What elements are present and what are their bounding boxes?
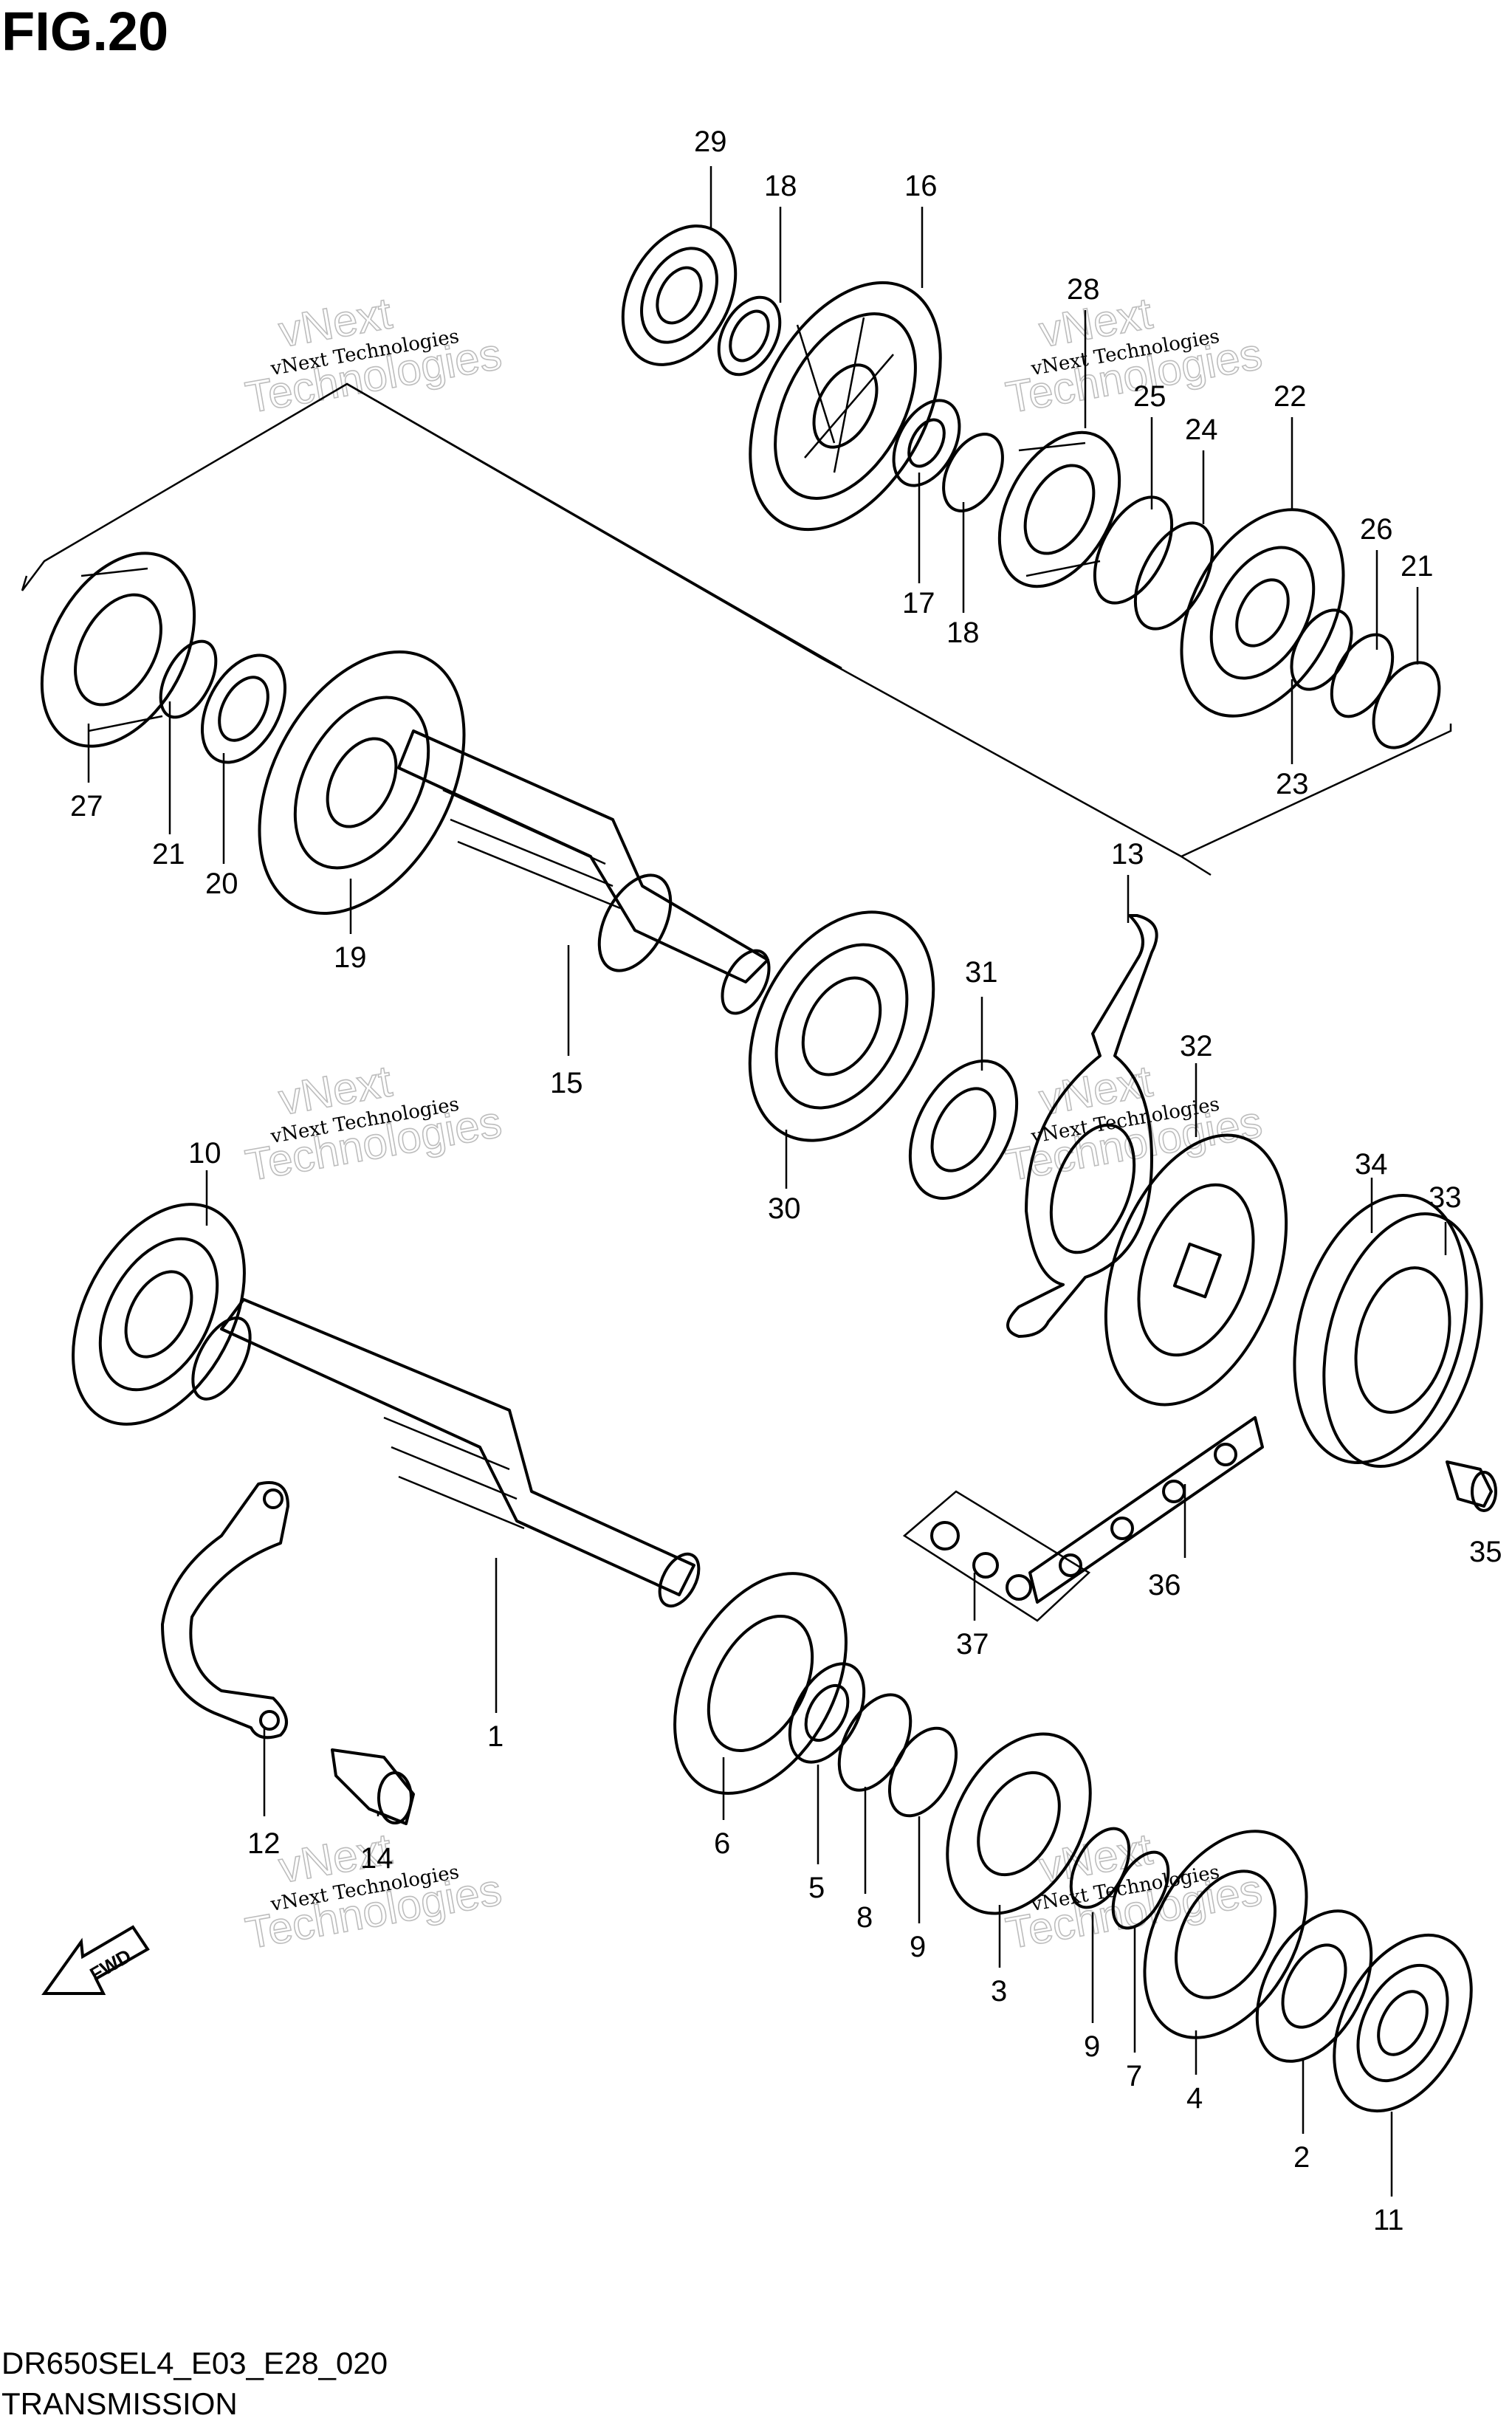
- callout-22: 22: [1274, 380, 1307, 413]
- part-30-bearing: [748, 910, 935, 1142]
- callout-21-b: 21: [152, 838, 185, 870]
- callout-3: 3: [991, 1975, 1007, 2008]
- callout-30: 30: [768, 1192, 801, 1225]
- watermark-6: vNext Technologies vNext Technologies: [1002, 1824, 1266, 1959]
- part-4-gear: [1143, 1830, 1308, 2039]
- callout-32: 32: [1180, 1030, 1213, 1062]
- callout-19: 19: [334, 941, 367, 974]
- callout-6: 6: [714, 1827, 730, 1860]
- part-31-spacer: [908, 1060, 1019, 1200]
- callout-36: 36: [1148, 1569, 1181, 1601]
- callout-16: 16: [904, 170, 938, 202]
- callout-20: 20: [205, 868, 238, 900]
- part-1-mainshaft: [191, 1298, 701, 1608]
- part-18-washer-b: [942, 433, 1004, 512]
- callout-7: 7: [1126, 2060, 1142, 2092]
- callout-4: 4: [1186, 2082, 1203, 2115]
- watermark-4: vNext Technologies vNext Technologies: [1002, 1056, 1266, 1191]
- callout-26: 26: [1360, 513, 1393, 546]
- callout-21: 21: [1401, 550, 1434, 583]
- part-13-plate: [1006, 914, 1158, 1338]
- part-25-washer: [1093, 495, 1174, 605]
- figure-title: FIG.20: [1, 1, 168, 62]
- part-17-bushing: [892, 399, 961, 487]
- part-23-bushing: [1290, 608, 1353, 691]
- callout-18: 18: [764, 170, 797, 202]
- outline-top-edge: [346, 382, 842, 670]
- leader-lines: [87, 166, 1447, 2197]
- callout-29: 29: [694, 126, 727, 158]
- watermark-2: vNext Technologies vNext Technologies: [1002, 288, 1266, 423]
- part-18-washer: [717, 295, 782, 377]
- part-10-bearing: [72, 1203, 246, 1426]
- part-20-bushing: [200, 653, 287, 764]
- callout-2: 2: [1293, 2141, 1310, 2174]
- part-14-bolt: [331, 1748, 415, 1825]
- callout-10: 10: [188, 1137, 221, 1170]
- part-2-gear: [1255, 1909, 1373, 2063]
- part-12-plate: [161, 1481, 289, 1740]
- part-7-washer: [1111, 1850, 1170, 1930]
- figure-code: DR650SEL4_E03_E28_020: [1, 2346, 388, 2380]
- part-19-gear: [258, 650, 466, 915]
- part-29-bearing: [621, 224, 738, 366]
- part-3-gear: [946, 1732, 1092, 1915]
- watermark-1: vNext Technologies vNext Technologies: [241, 288, 506, 423]
- part-6-gear: [673, 1572, 848, 1795]
- callout-23: 23: [1276, 768, 1309, 800]
- callout-15: 15: [550, 1067, 583, 1099]
- callout-25: 25: [1133, 380, 1166, 413]
- part-28-gear: [997, 430, 1121, 588]
- callout-17: 17: [902, 587, 935, 619]
- callout-13: 13: [1111, 838, 1144, 870]
- callout-37: 37: [956, 1628, 989, 1661]
- part-11-bearing: [1333, 1933, 1473, 2113]
- part-15-countershaft: [397, 729, 771, 1015]
- part-16-gear: [749, 281, 942, 532]
- part-32-sprocket: [1104, 1133, 1288, 1407]
- callout-5: 5: [808, 1872, 825, 1904]
- callout-9: 9: [910, 1931, 926, 1963]
- part-9-circlip: [887, 1726, 958, 1818]
- part-21-circlip: [1372, 661, 1441, 749]
- figure-name: TRANSMISSION: [1, 2386, 238, 2421]
- fwd-arrow-icon: FWD: [41, 1925, 150, 1995]
- callout-24: 24: [1185, 413, 1218, 446]
- callout-18-b: 18: [946, 617, 980, 649]
- callout-34: 34: [1355, 1148, 1388, 1181]
- part-21-circlip-b: [159, 639, 218, 719]
- callout-8: 8: [856, 1901, 873, 1934]
- watermark-3: vNext Technologies vNext Technologies: [241, 1056, 506, 1191]
- part-27-gear: [40, 552, 196, 748]
- callout-14: 14: [360, 1842, 394, 1875]
- callouts: 29 18 16 28 25 24 22 26 21 17 18 23 27 2…: [70, 126, 1502, 2236]
- part-24-washer: [1133, 521, 1214, 631]
- callout-9-b: 9: [1084, 2030, 1100, 2063]
- callout-33: 33: [1429, 1181, 1462, 1214]
- part-35-bolt: [1446, 1460, 1497, 1512]
- countershaft-assembly-outline: [21, 382, 1452, 876]
- callout-12: 12: [247, 1827, 281, 1860]
- part-33-pulley: [1293, 1194, 1483, 1469]
- part-37-chain-link-box: [902, 1490, 1091, 1622]
- part-36-chain: [1028, 1416, 1264, 1604]
- callout-1: 1: [487, 1720, 504, 1753]
- part-5-bushing: [788, 1662, 866, 1764]
- callout-27: 27: [70, 790, 103, 823]
- callout-11: 11: [1373, 2204, 1404, 2236]
- callout-31: 31: [965, 956, 998, 989]
- callout-28: 28: [1067, 273, 1100, 306]
- callout-35: 35: [1469, 1536, 1502, 1568]
